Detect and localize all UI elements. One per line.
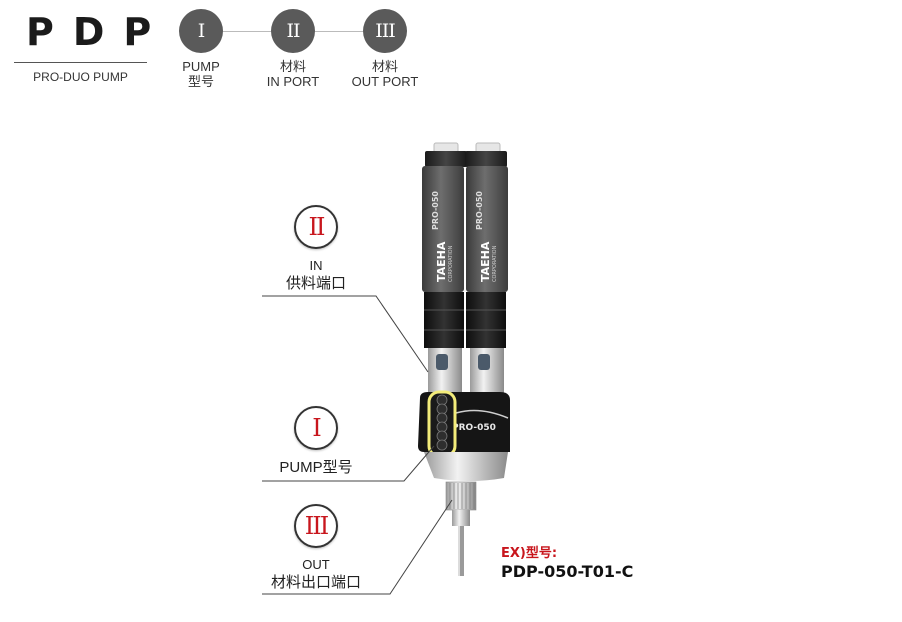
leader-in-port — [262, 295, 429, 373]
inlet-port-right — [478, 354, 490, 370]
leader-pump-model — [262, 445, 435, 482]
step-3-label[interactable]: 材料 OUT PORT — [330, 59, 440, 89]
callout-out-port-line2: 材料出口端口 — [270, 574, 361, 591]
barrel-right-corp-text: CORPORATION — [492, 245, 498, 282]
outlet-nut-knurl — [449, 483, 475, 509]
step-3-label-top: 材料 — [371, 59, 398, 74]
callout-pump-model-badge: I — [294, 406, 338, 450]
step-1-label-top: PUMP — [182, 59, 220, 74]
callout-in-port-numeral: II — [308, 213, 326, 241]
barrel-right-cap — [465, 151, 507, 167]
logo-subtitle: PRO-DUO PUMP — [33, 70, 128, 84]
barrel-left-model-text: PRO-050 — [431, 191, 440, 230]
inlet-port-left — [436, 354, 448, 370]
step-2-label-top: 材料 — [279, 59, 306, 74]
callout-pump-model-text: PUMP型号 — [279, 459, 353, 476]
example-label: EX)型号: — [501, 546, 558, 561]
callout-out-port-label: OUT 材料出口端口 — [256, 556, 376, 592]
step-1-button[interactable]: I — [179, 9, 223, 53]
step-2-label[interactable]: 材料 IN PORT — [238, 59, 348, 89]
barrel-right-brand-text: TAEHA — [479, 241, 492, 282]
callout-in-port-line2: 供料端口 — [285, 275, 346, 292]
motor-block-left — [424, 292, 464, 348]
motor-block-right — [466, 292, 506, 348]
stator-beads — [436, 394, 448, 451]
barrel-left-cap — [425, 151, 467, 167]
step-1-label[interactable]: PUMP 型号 — [146, 59, 256, 89]
pump-body-badge: PRO-050 — [452, 423, 496, 433]
barrel-left-corp-text: CORPORATION — [448, 245, 454, 282]
callout-pump-model-numeral: I — [312, 414, 322, 442]
leader-out-port — [262, 499, 453, 595]
callout-in-port-line1: IN — [309, 258, 323, 273]
callout-pump-model-label: PUMP型号 — [256, 458, 376, 477]
outlet-adapter — [452, 510, 470, 526]
callout-in-port-badge: II — [294, 205, 338, 249]
dispensing-needle — [458, 526, 464, 576]
step-1-label-bottom: 型号 — [187, 74, 214, 89]
callout-out-port-numeral: III — [304, 512, 329, 540]
lower-collar — [424, 452, 508, 481]
callout-out-port-badge: III — [294, 504, 338, 548]
step-2-label-bottom: IN PORT — [266, 74, 320, 89]
callout-out-port-line1: OUT — [302, 557, 330, 572]
barrel-left — [422, 166, 464, 292]
step-3-label-bottom: OUT PORT — [351, 74, 419, 89]
callout-in-port-label: IN 供料端口 — [256, 257, 376, 293]
step-connector — [315, 31, 363, 32]
example-model-number: PDP-050-T01-C — [501, 562, 634, 581]
barrel-right-model-text: PRO-050 — [475, 191, 484, 230]
logo-divider — [14, 62, 147, 63]
step-connector — [223, 31, 271, 32]
step-3-button[interactable]: III — [363, 9, 407, 53]
logo-title: PDP — [26, 10, 171, 54]
step-2-button[interactable]: II — [271, 9, 315, 53]
barrel-left-brand-text: TAEHA — [435, 241, 448, 282]
barrel-right — [466, 166, 508, 292]
